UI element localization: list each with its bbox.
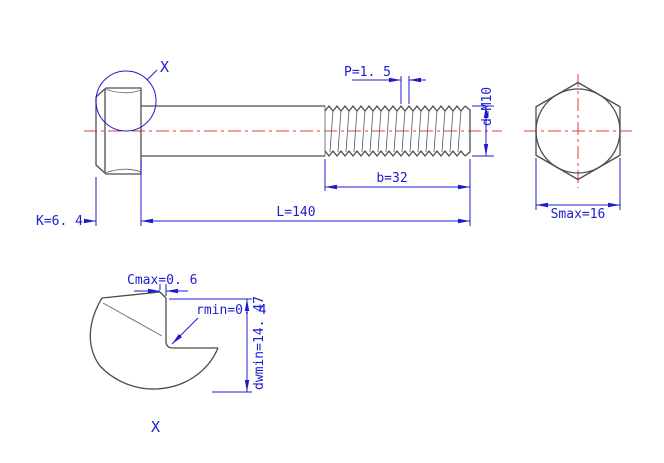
bolt-head-side	[95, 87, 142, 175]
thread-crest-top	[324, 105, 466, 112]
thread-length-label: b=32	[376, 171, 407, 186]
cone-surface-line	[102, 302, 163, 337]
detail-marker-label: X	[160, 58, 169, 76]
head-cone-edge	[101, 291, 161, 299]
pitch-label: P=1. 5	[344, 65, 391, 80]
bolt-threads	[324, 105, 471, 157]
break-boundary-arc	[89, 297, 219, 390]
width-across-flats-label: Smax=16	[551, 207, 606, 222]
detail-circle-marker: X	[95, 58, 169, 132]
dim-thread-length: b=32	[324, 159, 470, 191]
dim-chamfer: Cmax=0. 6	[127, 273, 197, 296]
chamfer-label: Cmax=0. 6	[127, 273, 197, 288]
r-leader-line	[171, 317, 199, 345]
detail-view-x: Cmax=0. 6 rmin=0. 4 dwmin=14. 47 X	[89, 273, 267, 436]
total-length-label: L=140	[276, 205, 315, 220]
bolt-shank	[141, 105, 325, 157]
bolt-end-chamfer	[464, 105, 471, 157]
head-chamfer-arcs	[104, 88, 142, 174]
thread-diameter-label: d=M10	[480, 87, 495, 126]
dim-width-across-flats: Smax=16	[535, 158, 621, 222]
dim-pitch: P=1. 5	[344, 65, 426, 104]
washer-face-dia-label: dwmin=14. 47	[252, 296, 267, 390]
dim-total-length: L=140	[140, 159, 471, 226]
thread-crest-bottom	[324, 150, 466, 157]
end-view: Smax=16	[524, 74, 632, 222]
dim-washer-face-dia: dwmin=14. 47	[169, 296, 267, 393]
under-head-fillet	[165, 340, 174, 349]
hex-head-outline	[535, 81, 621, 181]
inscribed-circle	[535, 88, 621, 174]
thread-flank-lines	[329, 109, 462, 153]
detail-leader	[146, 69, 158, 81]
head-height-label: K=6. 4	[36, 214, 83, 229]
detail-circle	[95, 70, 157, 132]
dim-head-height: K=6. 4	[36, 177, 97, 229]
main-side-view: X P=1. 5 d=M10 b=32 L=140	[36, 58, 502, 229]
detail-view-label: X	[151, 418, 160, 436]
chamfer-edge	[159, 291, 167, 299]
dim-thread-diameter: d=M10	[472, 87, 495, 157]
